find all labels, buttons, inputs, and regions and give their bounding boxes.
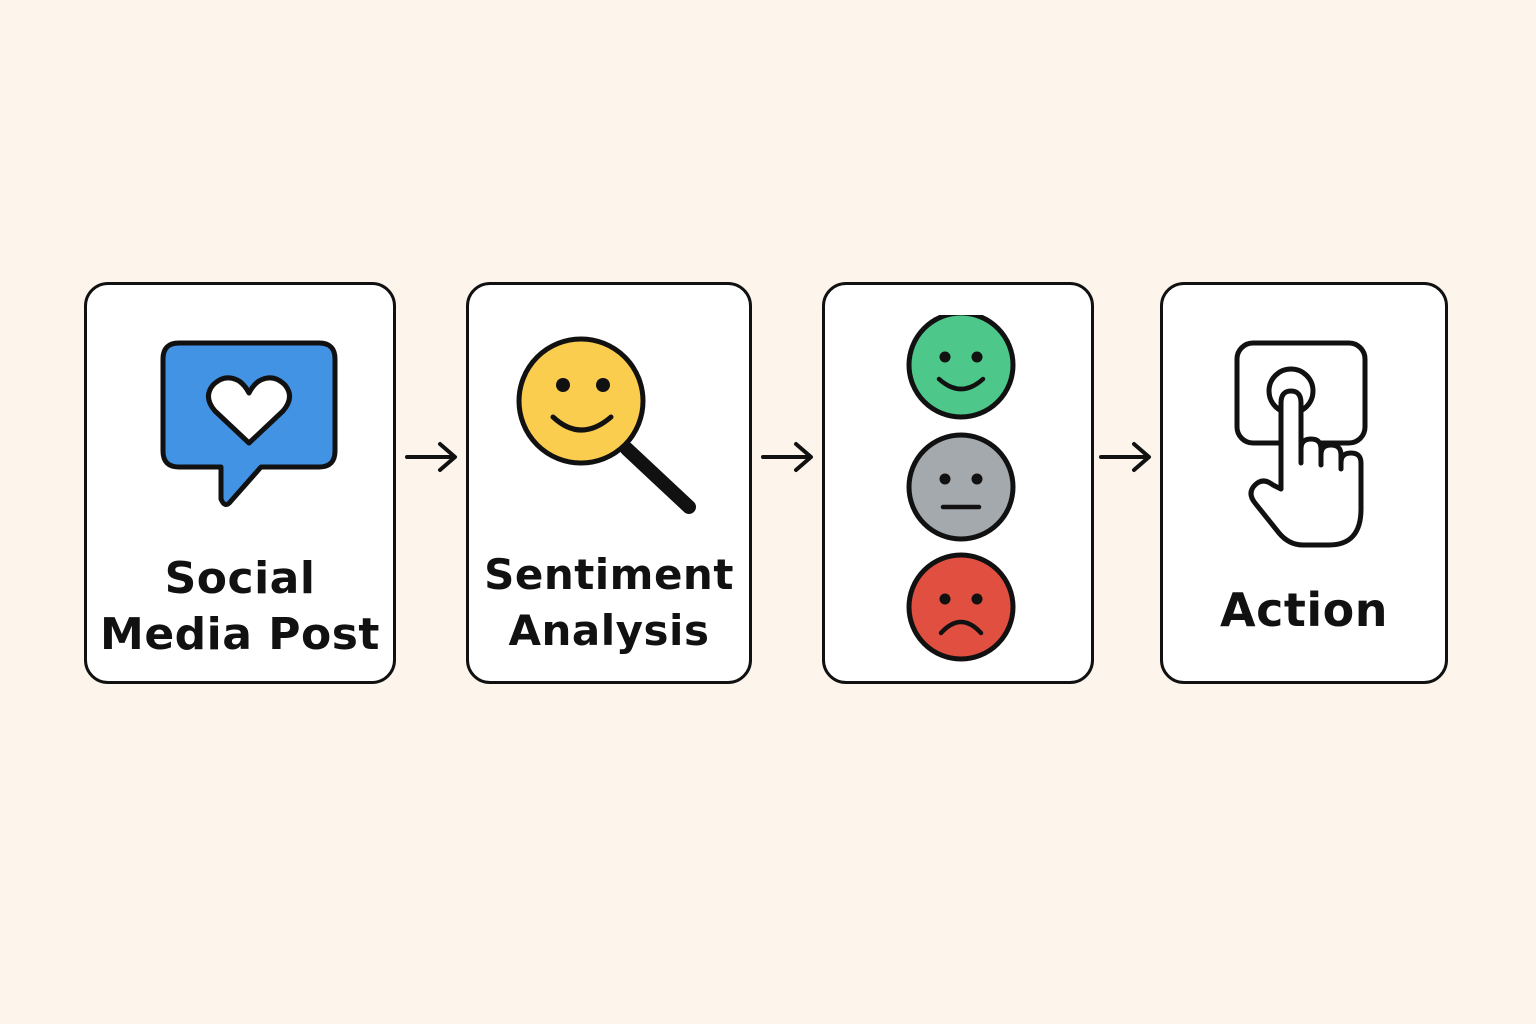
step-card-social-media-post: Social Media Post [84,282,396,684]
arrow-right-icon [1099,442,1151,472]
neutral-face-icon [906,432,1016,542]
positive-face-icon [906,315,1016,420]
smiley-magnifier-icon [516,336,696,514]
step-card-action: Action [1160,282,1448,684]
step-label-action: Action [1163,582,1445,638]
arrow-right-icon [761,442,813,472]
pointing-hand-button-icon [1234,340,1368,548]
arrow-right-icon [405,442,457,472]
step-card-sentiment-analysis: Sentiment Analysis [466,282,752,684]
sentiment-faces-group [906,315,1016,662]
label-line: Action [1220,583,1388,637]
step-label-sentiment-analysis: Sentiment Analysis [469,547,749,659]
negative-face-icon [906,552,1016,662]
label-line: Analysis [508,606,710,655]
label-line: Sentiment [484,550,734,599]
heart-speech-bubble-icon [160,340,338,507]
step-label-social-media-post: Social Media Post [87,551,393,663]
label-line: Social [164,553,316,604]
step-card-sentiment-results [822,282,1094,684]
label-line: Media Post [100,609,380,660]
